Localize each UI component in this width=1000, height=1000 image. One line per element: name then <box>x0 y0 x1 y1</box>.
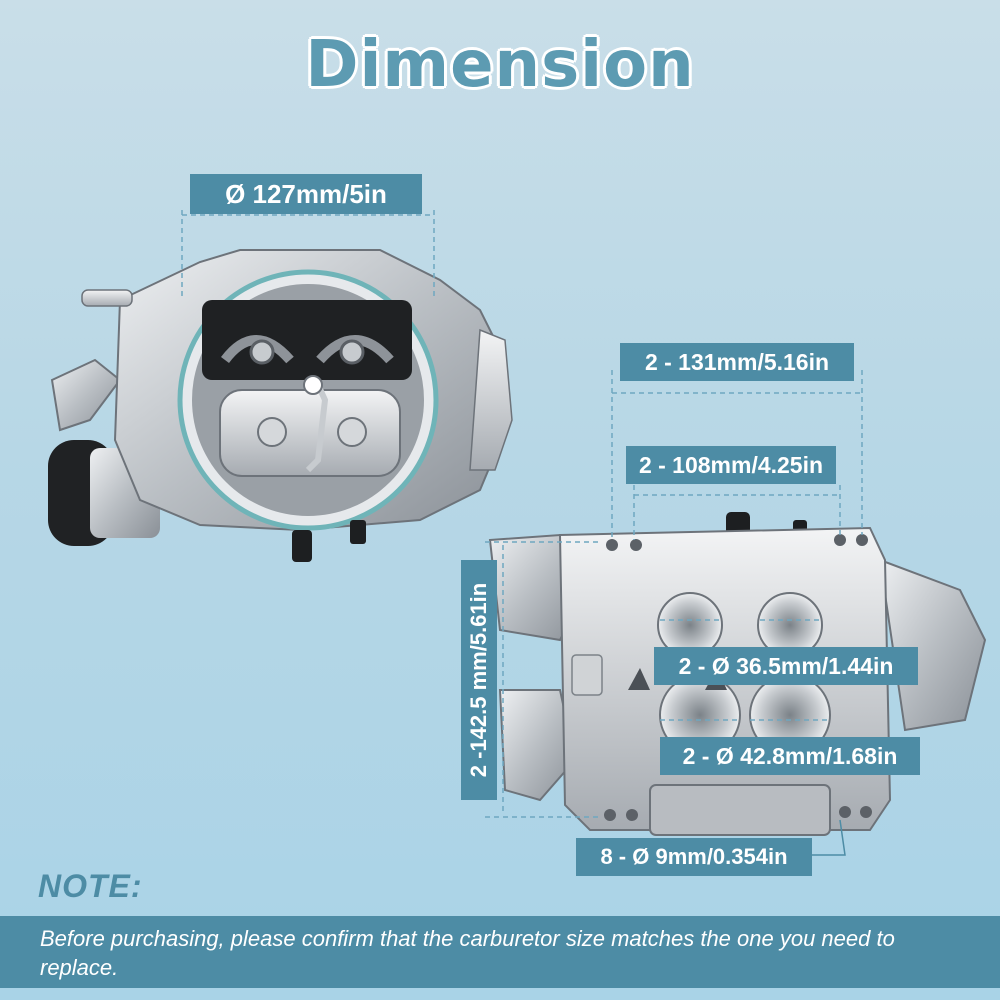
carburetor-top-view <box>48 249 513 562</box>
note-text: Before purchasing, please confirm that t… <box>40 926 895 980</box>
height-label: 2 -142.5 mm/5.61in <box>461 560 497 800</box>
bore-large-label: 2 - Ø 42.8mm/1.68in <box>660 737 920 775</box>
bolt-holes-label: 8 - Ø 9mm/0.354in <box>576 838 812 876</box>
leader-line <box>812 819 846 856</box>
top-diameter-label: Ø 127mm/5in <box>190 174 422 214</box>
dimension-lines <box>181 210 863 818</box>
note-heading: NOTE: <box>38 868 143 904</box>
note-bar <box>0 916 1000 988</box>
bolt-spacing-wide-label: 2 - 131mm/5.16in <box>620 343 854 381</box>
bolt-spacing-narrow-label: 2 - 108mm/4.25in <box>626 446 836 484</box>
page-title: Dimension <box>305 28 695 102</box>
bore-small-label: 2 - Ø 36.5mm/1.44in <box>654 647 918 685</box>
